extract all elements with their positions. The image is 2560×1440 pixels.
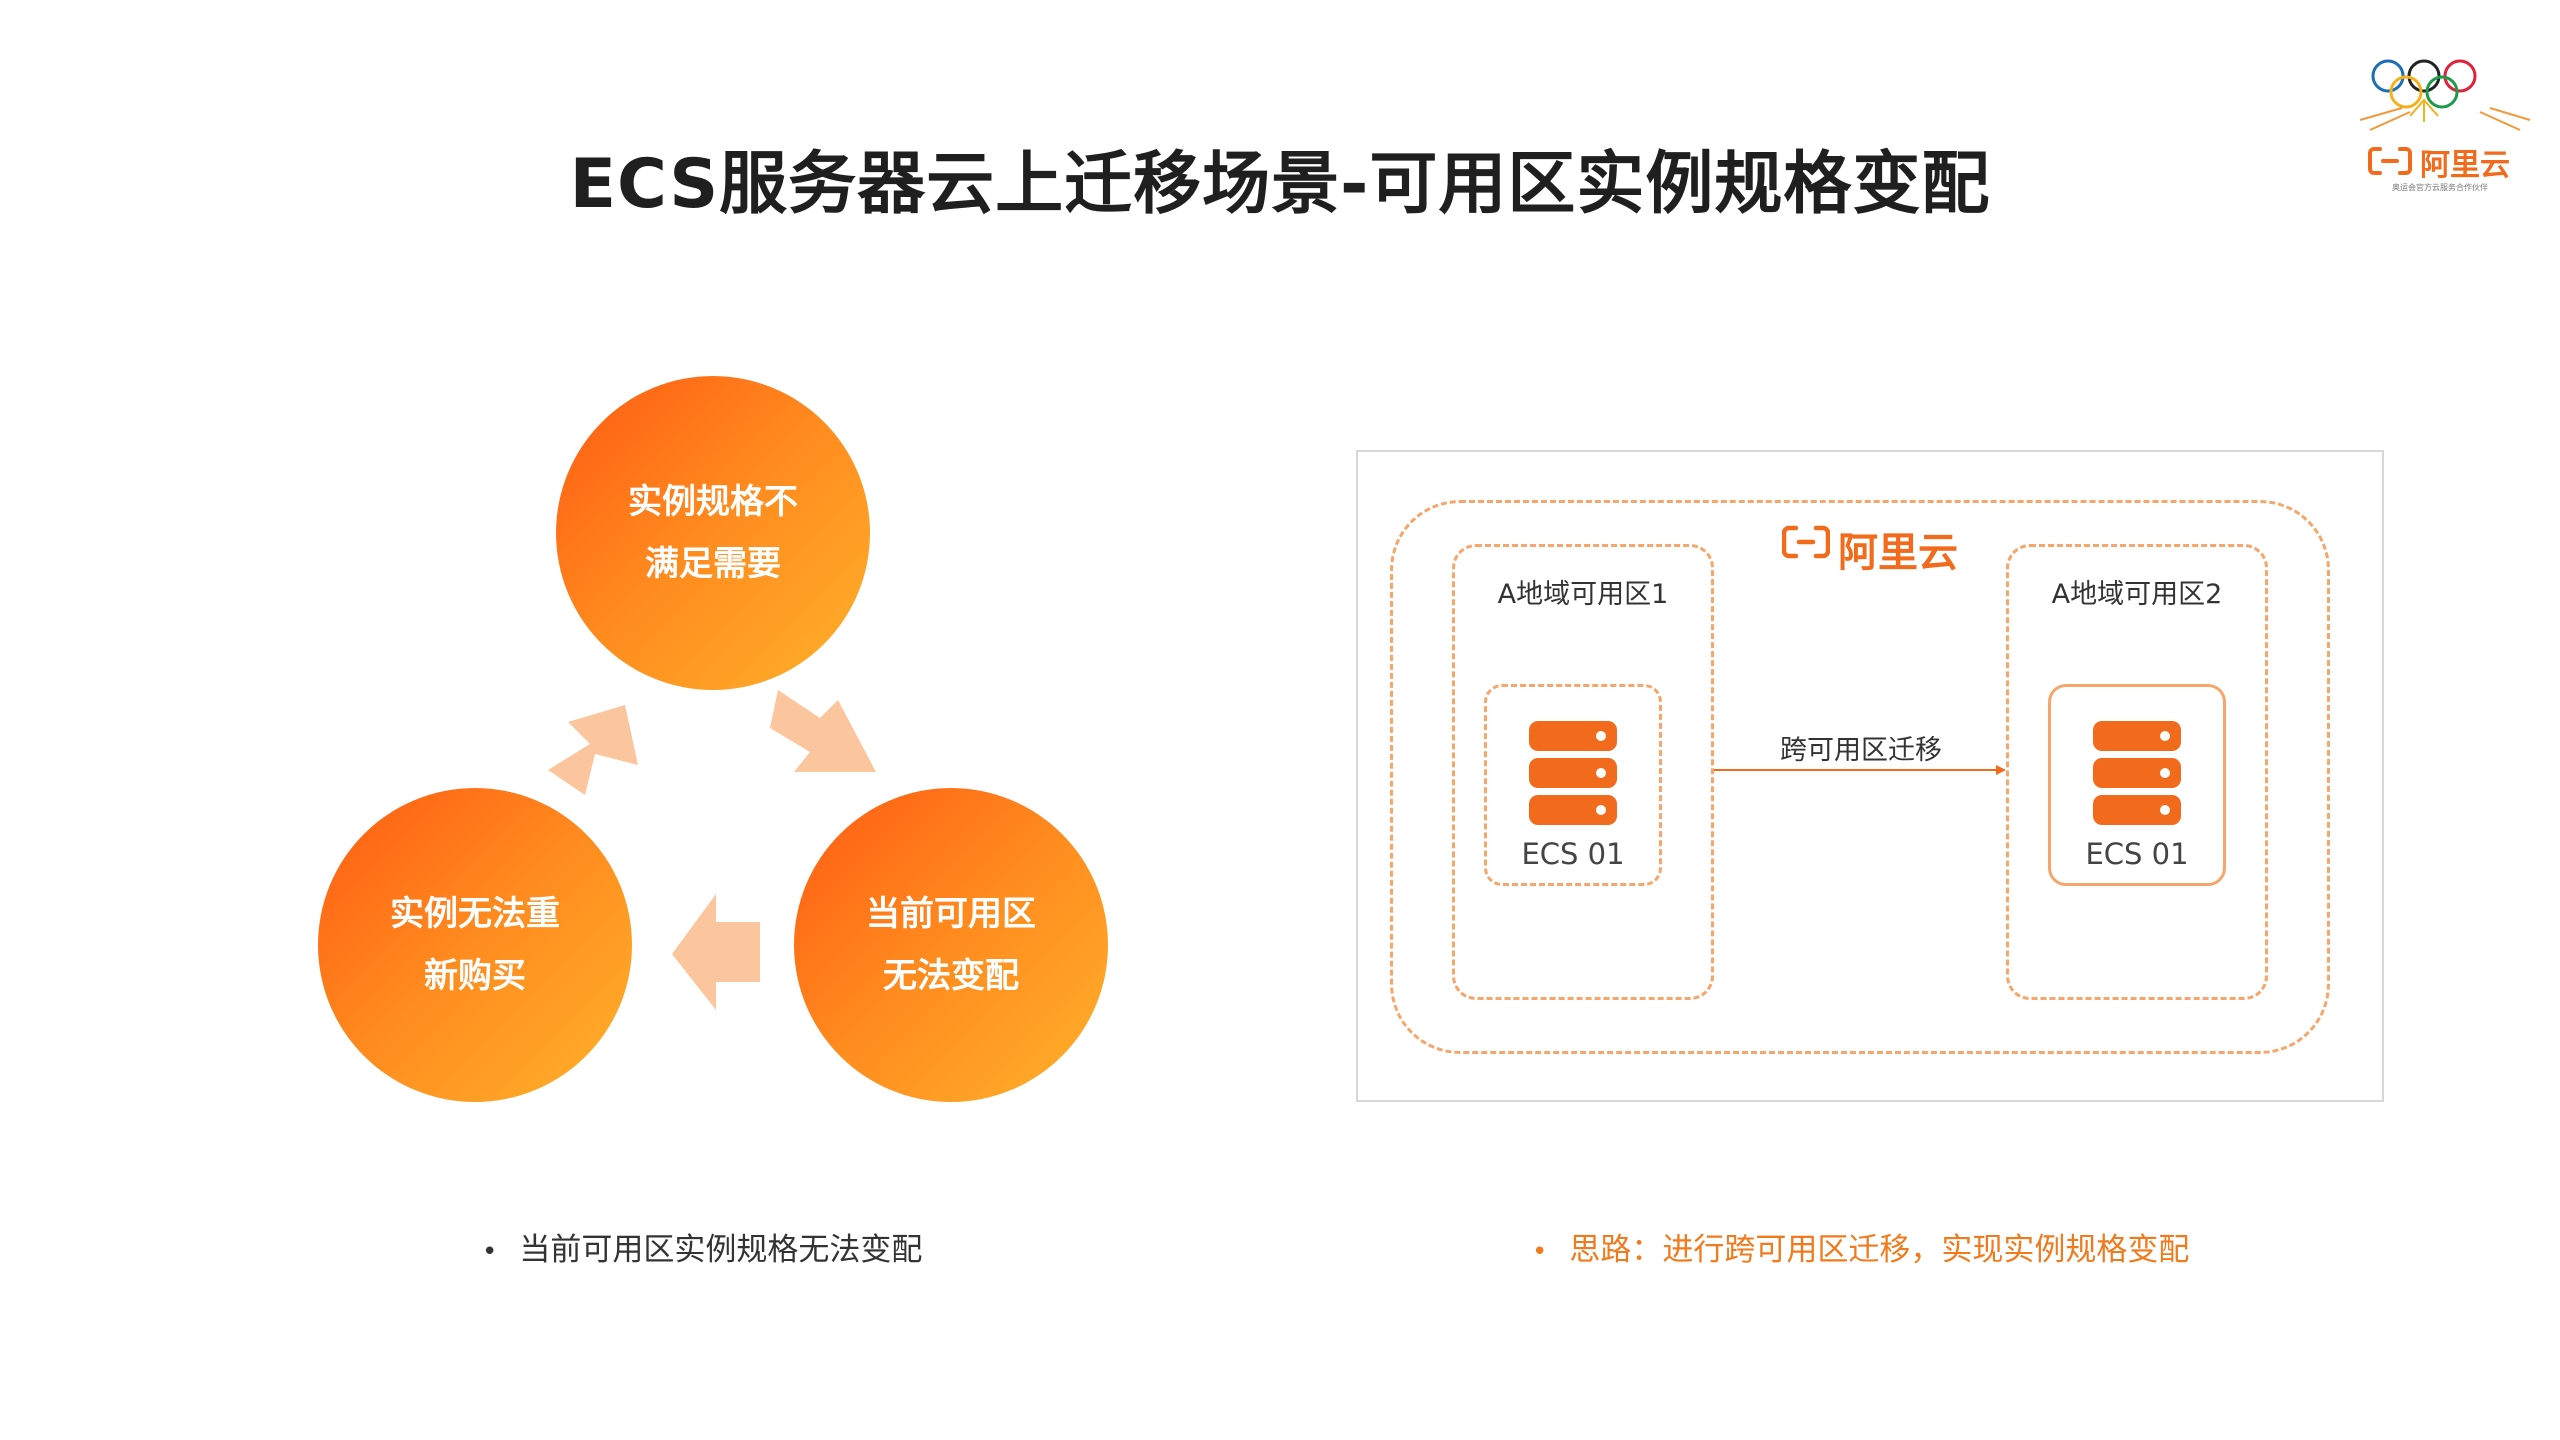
availability-zone-1 bbox=[1452, 544, 1714, 1000]
cycle-node-line2: 新购买 bbox=[424, 956, 526, 996]
ecs-label: ECS 01 bbox=[1521, 837, 1625, 871]
server-icon bbox=[2093, 721, 2181, 825]
bullet-solution: • 思路：进行跨可用区迁移，实现实例规格变配 bbox=[1532, 1224, 2189, 1269]
migration-label: 跨可用区迁移 bbox=[1780, 735, 1942, 766]
bullet-text: 思路：进行跨可用区迁移，实现实例规格变配 bbox=[1569, 1232, 2190, 1268]
cycle-node-line1: 实例无法重 bbox=[390, 894, 560, 934]
arrow-down-right-icon bbox=[770, 690, 876, 772]
logo-slogan: 奥运会官方云服务合作伙伴 bbox=[2392, 183, 2488, 192]
alibaba-cloud-icon bbox=[2368, 147, 2412, 175]
ecs-instance-source: ECS 01 bbox=[1484, 684, 1662, 886]
availability-zone-2 bbox=[2006, 544, 2268, 1000]
cycle-node-line2: 满足需要 bbox=[645, 544, 781, 584]
bullet-dot: • bbox=[482, 1237, 498, 1267]
diagram-brand: 阿里云 bbox=[1838, 530, 1958, 576]
bullet-problem: • 当前可用区实例规格无法变配 bbox=[482, 1224, 922, 1269]
cycle-node-line2: 无法变配 bbox=[883, 956, 1019, 996]
arrow-left-icon bbox=[672, 894, 760, 1010]
migration-diagram-frame bbox=[1356, 450, 2384, 1102]
cycle-node-spec-insufficient: 实例规格不 满足需要 bbox=[556, 376, 870, 690]
bullet-dot: • bbox=[1532, 1237, 1548, 1267]
zone-2-label: A地域可用区2 bbox=[2051, 579, 2223, 610]
migration-arrow bbox=[1714, 765, 2006, 775]
cycle-node-cannot-repurchase: 实例无法重 新购买 bbox=[318, 788, 632, 1102]
ecs-instance-target: ECS 01 bbox=[2048, 684, 2226, 886]
server-icon bbox=[1529, 721, 1617, 825]
arrow-up-right-icon bbox=[548, 705, 638, 795]
bullet-text: 当前可用区实例规格无法变配 bbox=[519, 1232, 923, 1268]
ecs-label: ECS 01 bbox=[2085, 837, 2189, 871]
alibaba-cloud-icon bbox=[1782, 525, 1830, 559]
page-title: ECS服务器云上迁移场景-可用区实例规格变配 bbox=[569, 145, 1991, 224]
cycle-node-line1: 当前可用区 bbox=[866, 894, 1036, 934]
cycle-node-line1: 实例规格不 bbox=[628, 482, 798, 522]
logo-text: 阿里云 bbox=[2420, 148, 2510, 183]
olympic-rings-logo bbox=[2359, 59, 2531, 131]
region-boundary bbox=[1390, 500, 2330, 1054]
zone-1-label: A地域可用区1 bbox=[1497, 579, 1669, 610]
cycle-node-cannot-resize: 当前可用区 无法变配 bbox=[794, 788, 1108, 1102]
